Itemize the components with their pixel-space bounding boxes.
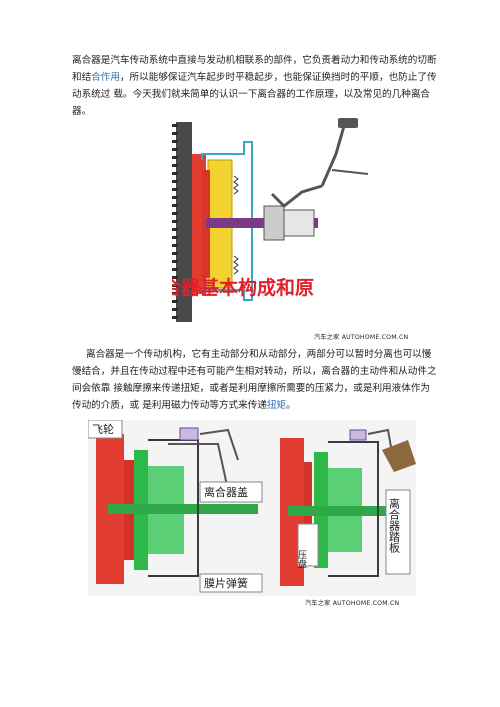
clutch-structure-figure: 合器基本构成和原	[172, 118, 369, 322]
body-paragraph: 离合器是一个传动机构，它有主动部分和从动部分，两部分可以暂时分离也可以慢慢结合，…	[72, 346, 438, 414]
link-torque[interactable]: 扭矩	[266, 400, 287, 411]
figure-overlay-title: 合器基本构成和原	[172, 276, 314, 299]
clutch-cover-outline	[201, 141, 253, 301]
flywheel-ring-gear	[172, 122, 192, 322]
pedal-rod	[320, 125, 346, 187]
intro-text-part2: ，所以能够保证汽车起步时平稳起步，也能保证换挡时的平顺，也防止了传动系统过 载。…	[72, 72, 437, 117]
figure1-caption: 汽车之家 AUTOHOME.COM.CN	[314, 334, 409, 341]
link-engagement[interactable]: 合作用	[91, 72, 120, 83]
svg-text:离合器踏板: 离合器踏板	[388, 497, 401, 554]
svg-text:飞轮: 飞轮	[92, 422, 114, 436]
release-bearing	[263, 205, 285, 241]
label-clutch-cover	[199, 481, 263, 503]
body-text-part1: 离合器是一个传动机构，它有主动部分和从动部分，两部分可以暂时分离也可以慢慢结合，…	[72, 349, 437, 411]
intro-paragraph: 离合器是汽车传动系统中直接与发动机相联系的部件，它负责着动力和传动系统的切断和结…	[72, 52, 438, 120]
foot-on-pedal	[382, 440, 416, 472]
springs	[233, 175, 239, 275]
left-clutch-diagram: 飞轮 离合器盖 膜片弹簧	[88, 420, 263, 593]
svg-text:膜片弹簧: 膜片弹簧	[204, 576, 248, 590]
label-flywheel	[88, 420, 123, 439]
svg-text:压盘: 压盘	[296, 550, 307, 568]
svg-text:离合器盖: 离合器盖	[204, 485, 248, 499]
input-shaft	[206, 218, 318, 228]
body-text-part2: 。	[286, 400, 296, 411]
intro-text-part1: 离合器是汽车传动系统中直接与发动机相联系的部件，它负责着动力和传动系统的切断和结	[72, 55, 437, 83]
clutch-comparison-figure: 飞轮 离合器盖 膜片弹簧 压盘 离合器踏板	[88, 420, 416, 596]
right-clutch-diagram: 压盘 离合器踏板	[280, 428, 416, 586]
label-pressure-plate	[297, 523, 319, 567]
release-fork	[270, 184, 323, 208]
figure2-caption: 汽车之家 AUTOHOME.COM.CN	[305, 600, 400, 607]
clutch-pedal-pad	[338, 118, 358, 128]
label-clutch-pedal	[385, 489, 411, 575]
label-diaphragm-spring	[199, 573, 263, 593]
